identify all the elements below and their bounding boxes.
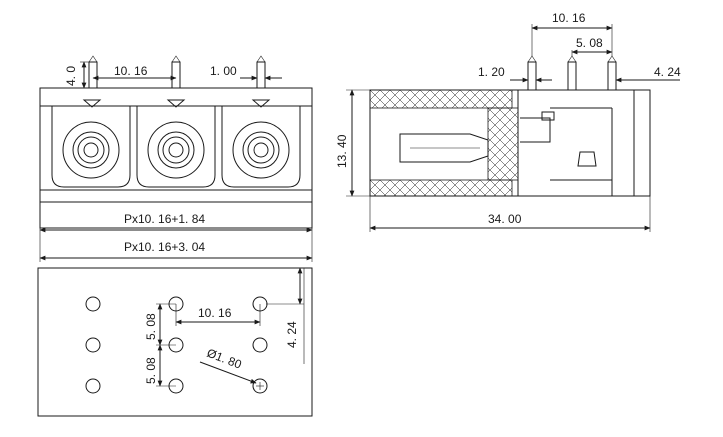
side-dim-pin-pitch: 10. 16 — [552, 11, 586, 25]
front-cells — [51, 99, 301, 188]
pcb-outline — [37, 267, 313, 417]
side-dim-pin-dia: 1. 20 — [478, 65, 505, 79]
pcb-dim-row-offset-1: 5. 08 — [144, 313, 158, 340]
front-dim-outer-width: Px10. 16+3. 04 — [124, 240, 205, 254]
side-view: 10. 16 5. 08 1. 20 4. 24 13. 40 34. 00 — [335, 11, 681, 232]
front-dim-pin-width: 1. 00 — [210, 64, 237, 78]
front-dim-pitch: 10. 16 — [114, 64, 148, 78]
side-dim-depth: 34. 00 — [488, 212, 522, 226]
pcb-dim-edge: 4. 24 — [285, 321, 299, 348]
side-dim-edge-offset: 4. 24 — [654, 65, 681, 79]
pcb-dim-row-offset-2: 5. 08 — [144, 357, 158, 384]
front-housing — [39, 87, 313, 229]
front-dim-pin-height: 4. 0 — [64, 66, 78, 86]
pcb-dim-pitch: 10. 16 — [198, 306, 232, 320]
pcb-holes — [85, 296, 268, 394]
front-dim-inner-width: Px10. 16+1. 84 — [124, 212, 205, 226]
side-housing — [369, 89, 651, 197]
front-screws — [62, 121, 290, 179]
side-dim-height: 13. 40 — [335, 134, 349, 168]
pcb-layout: 10. 16 5. 08 5. 08 4. 24 Ø1. 80 — [37, 267, 313, 417]
front-view: 4. 0 10. 16 1. 00 Px10. 16+1. 84 Px10. 1… — [39, 55, 313, 262]
side-dim-pin-offset: 5. 08 — [576, 36, 603, 50]
pcb-dim-hole: Ø1. 80 — [205, 346, 244, 372]
